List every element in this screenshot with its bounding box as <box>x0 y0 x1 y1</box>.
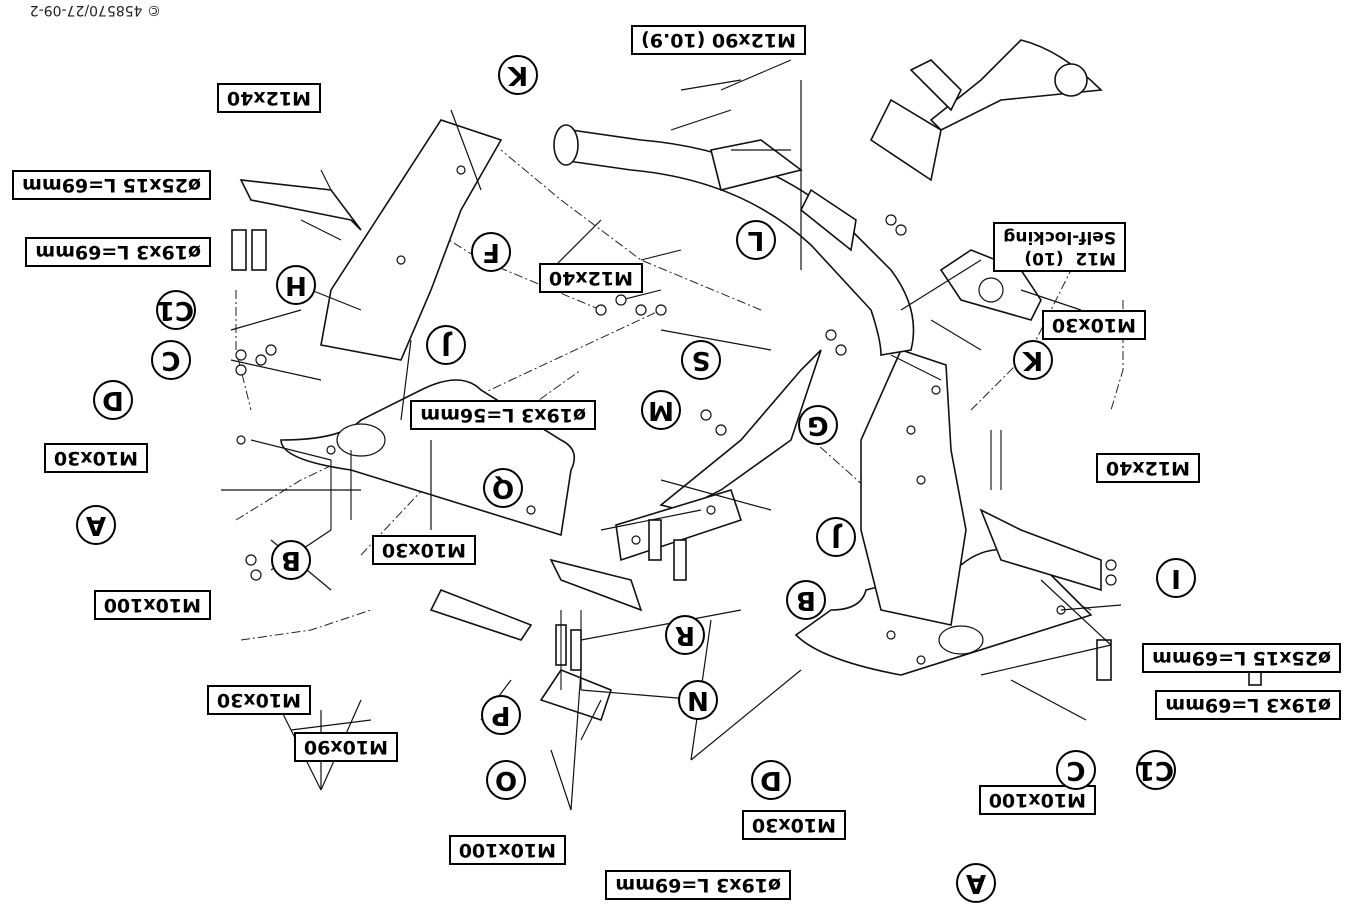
main-tube <box>553 124 915 356</box>
tow-ball-assembly <box>869 39 1103 182</box>
label-m12x40-right: M12x40 <box>1095 453 1200 483</box>
label-m10x30-right: M10x30 <box>741 810 846 840</box>
bolts <box>300 59 1002 690</box>
label-d25x15-top: ø25x15 L=69mm <box>12 170 211 200</box>
label-m10x90: M10x90 <box>293 732 398 762</box>
label-m10x100-center: M10x100 <box>448 835 566 865</box>
nuts-and-washers <box>235 214 1117 586</box>
label-m10x30-plate: M10x30 <box>43 443 148 473</box>
plate-o <box>539 669 612 722</box>
callout-p: P <box>481 695 521 735</box>
label-m12x40-middle: M12x40 <box>538 263 643 293</box>
callout-s: S <box>681 340 721 380</box>
plate-q <box>549 558 643 612</box>
callout-k-top: K <box>498 55 538 95</box>
label-m12x90: M12x90 (10.9) <box>631 25 806 55</box>
callout-a-right: A <box>956 863 996 903</box>
callout-l: L <box>736 220 776 260</box>
callout-a-left: A <box>76 505 116 545</box>
label-m12x40-top: M12x40 <box>216 83 321 113</box>
callout-c1-right: C1 <box>1136 750 1176 790</box>
bracket-g <box>860 349 967 626</box>
label-d25x15-bottom: ø25x15 L=69mm <box>1142 643 1341 673</box>
plate-p <box>429 588 533 641</box>
callout-b-right: B <box>786 580 826 620</box>
label-d19x3-69-top: ø19x3 L=69mm <box>25 237 211 267</box>
callout-r: R <box>665 615 705 655</box>
angle-bracket-h <box>239 169 362 231</box>
label-d19x3-69-bottom: ø19x3 L=69mm <box>1155 690 1341 720</box>
label-m12-self-locking: M12 (10) Self-locking <box>993 222 1126 272</box>
angle-bracket-i <box>979 508 1102 592</box>
callout-d-left: D <box>93 380 133 420</box>
callout-i: I <box>1156 558 1196 598</box>
callout-k-right: K <box>1013 340 1053 380</box>
label-m10x30-left: M10x30 <box>206 685 311 715</box>
callout-h: H <box>276 265 316 305</box>
callout-j-left: J <box>426 325 466 365</box>
callout-g: G <box>798 405 838 445</box>
callout-c1-left: C1 <box>156 290 196 330</box>
bracket-f <box>320 119 503 361</box>
copyright-text: © 458570/27-09-2 <box>29 2 161 18</box>
label-m10x30-socket: M10x30 <box>1041 310 1146 340</box>
callout-j-right: J <box>816 517 856 557</box>
callout-b-left: B <box>271 540 311 580</box>
callout-n: N <box>678 680 718 720</box>
label-d19x3-56: ø19x3 L=56mm <box>410 400 596 430</box>
callout-f: F <box>471 232 511 272</box>
callout-c-left: C <box>151 340 191 380</box>
label-m10x100-left: M10x100 <box>93 590 211 620</box>
label-d19x3-69-center: ø19x3 L=69mm <box>605 870 791 900</box>
callout-q: Q <box>483 468 523 508</box>
label-m10x30-q: M10x30 <box>371 535 476 565</box>
socket-plate <box>939 249 1042 321</box>
callout-o: O <box>486 760 526 800</box>
cross-bar-s <box>615 349 822 562</box>
callout-d-right: D <box>751 760 791 800</box>
callout-m: M <box>641 390 681 430</box>
callout-c-right: C <box>1056 750 1096 790</box>
